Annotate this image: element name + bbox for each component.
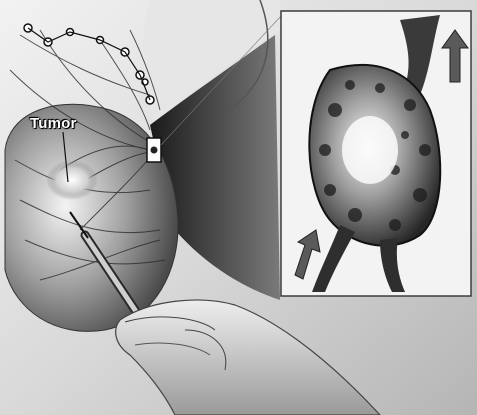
tumor-mass <box>46 160 98 200</box>
tumor-label: Tumor <box>30 115 77 132</box>
sentinel-node-dot <box>151 147 158 154</box>
lymph-node-inset <box>281 11 471 296</box>
